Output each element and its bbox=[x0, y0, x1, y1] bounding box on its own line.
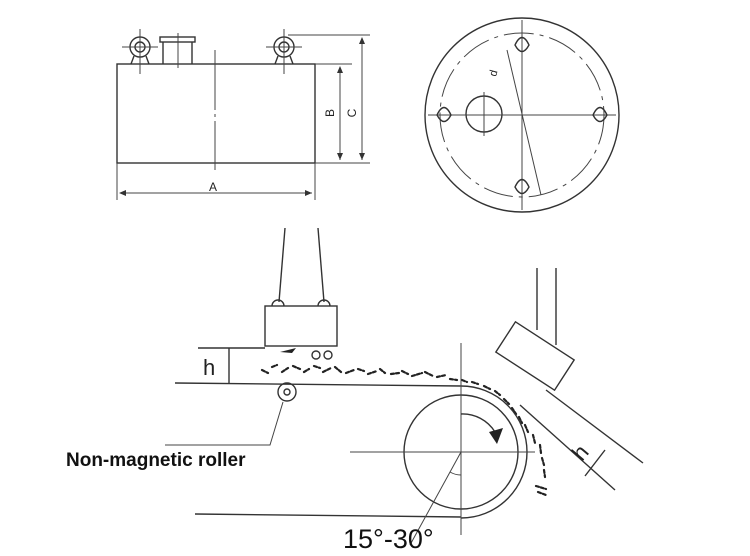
terminal-box bbox=[159, 33, 196, 68]
dimension-b-label: B bbox=[323, 109, 337, 117]
suspended-magnet-horizontal bbox=[264, 305, 338, 347]
gap-h-horizontal: h bbox=[203, 355, 215, 380]
lifting-lug-left bbox=[122, 29, 158, 74]
angle-label: 15°-30° bbox=[343, 524, 434, 554]
dimension-a-label: A bbox=[209, 180, 217, 194]
mounting-lugs bbox=[436, 36, 608, 195]
lifting-lug-right bbox=[266, 29, 302, 74]
dimension-d-line bbox=[506, 49, 542, 196]
suspended-magnet-inclined bbox=[494, 320, 576, 392]
dimension-d-label: d bbox=[487, 69, 500, 78]
installation-view: h h bbox=[165, 227, 644, 546]
top-view: d bbox=[424, 17, 620, 213]
rotation-arrow-icon bbox=[489, 428, 503, 444]
front-view: A B C bbox=[116, 29, 370, 200]
non-magnetic-roller bbox=[277, 382, 297, 402]
gap-h-inclined: h bbox=[567, 440, 594, 465]
dimension-c-label: C bbox=[345, 108, 359, 117]
material-stream bbox=[260, 363, 548, 497]
non-magnetic-roller-label: Non-magnetic roller bbox=[66, 450, 246, 471]
